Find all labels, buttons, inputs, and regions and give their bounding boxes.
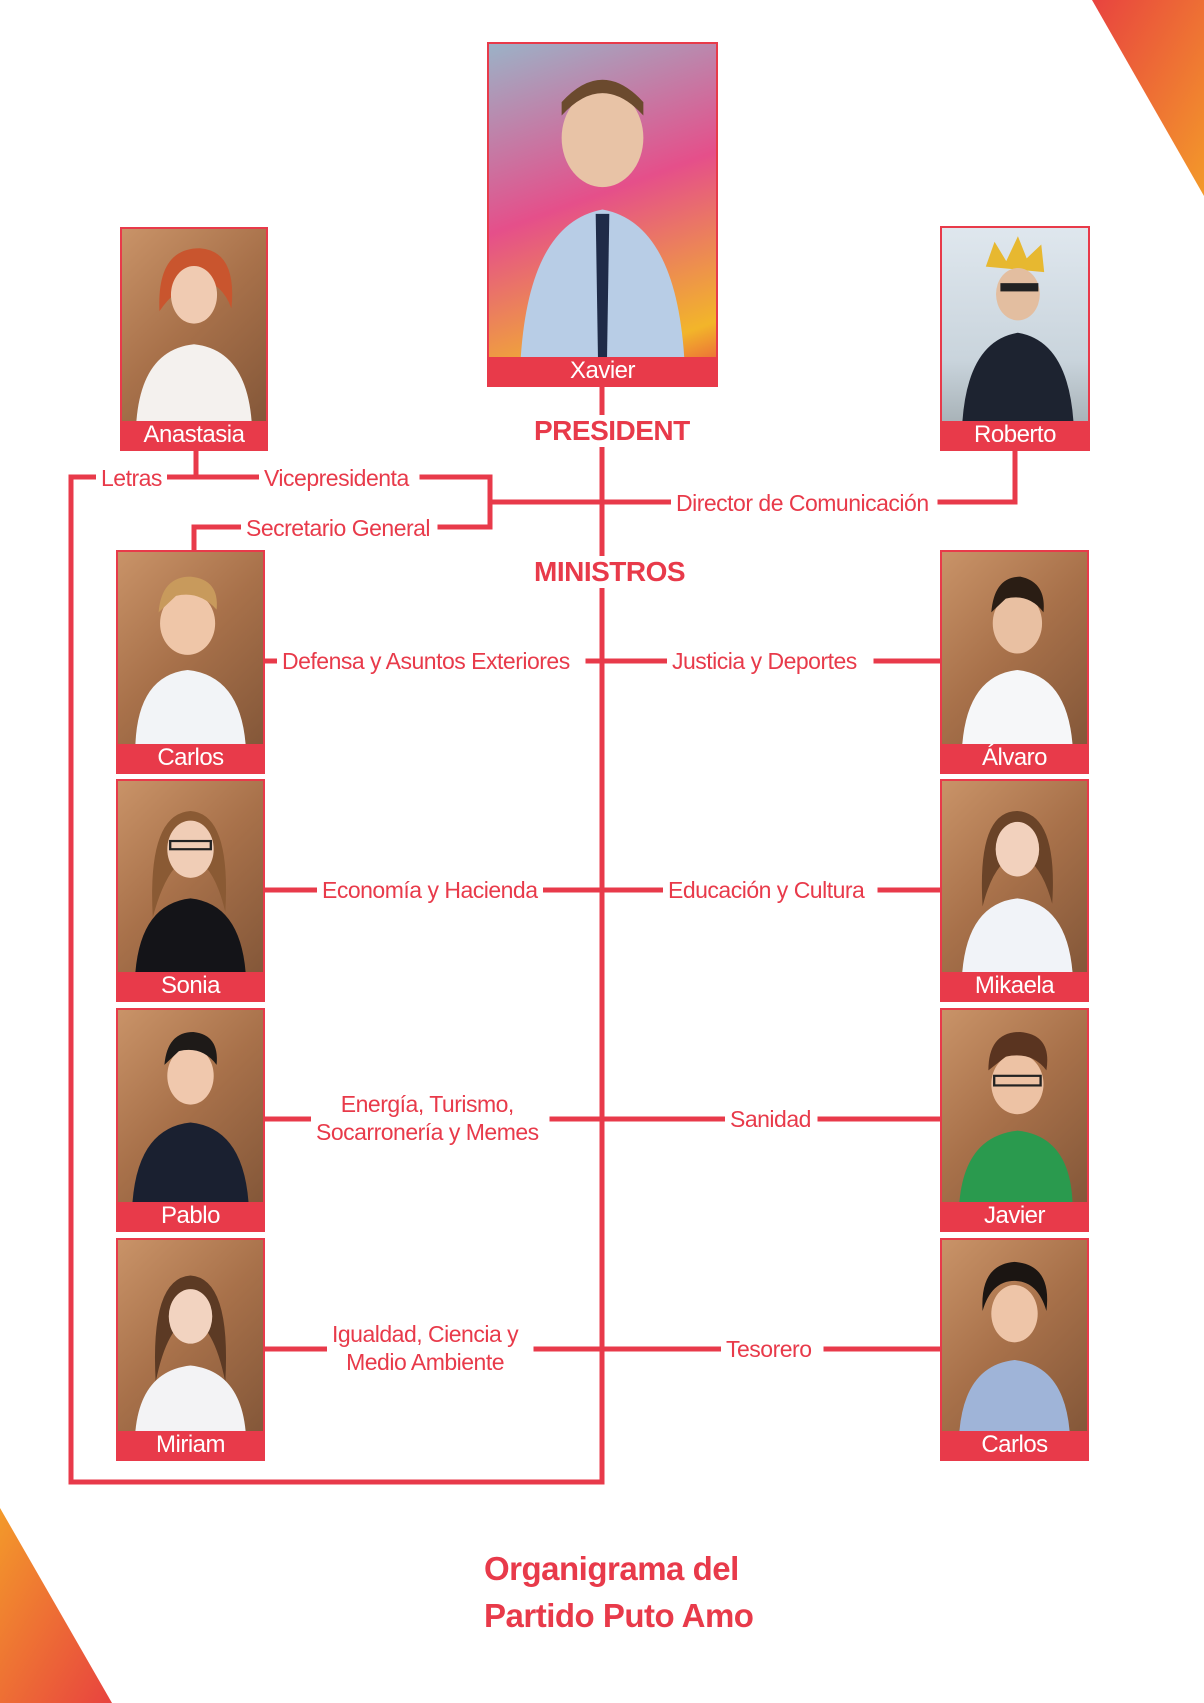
role-educacion: Educación y Cultura	[663, 876, 870, 904]
portrait-image	[118, 552, 263, 744]
portrait-image	[118, 1240, 263, 1431]
role-director-comunicacion: Director de Comunicación	[671, 489, 934, 517]
role-vicepresidenta: Vicepresidenta	[259, 464, 414, 492]
portrait-image	[942, 781, 1087, 972]
corner-decoration-bottom-left	[0, 1508, 112, 1703]
person-name: Sonia	[118, 972, 263, 1000]
portrait-image	[942, 1010, 1087, 1202]
portrait-image	[942, 228, 1088, 421]
role-sanidad: Sanidad	[725, 1105, 816, 1133]
person-name: Mikaela	[942, 972, 1087, 1000]
photo-miriam: Miriam	[116, 1238, 265, 1461]
role-energia-line2: Socarronería y Memes	[316, 1119, 539, 1145]
role-economia: Economía y Hacienda	[317, 876, 543, 904]
chart-title-line1: Organigrama del	[484, 1550, 739, 1587]
person-name: Pablo	[118, 1202, 263, 1230]
role-justicia: Justicia y Deportes	[667, 647, 862, 675]
photo-anastasia: Anastasia	[120, 227, 268, 451]
portrait-image	[122, 229, 266, 421]
role-energia-line1: Energía, Turismo,	[340, 1091, 515, 1117]
person-name: Anastasia	[122, 421, 266, 449]
person-name: Carlos	[942, 1431, 1087, 1459]
portrait-image	[118, 1010, 263, 1202]
president-heading: PRESIDENT	[528, 415, 696, 447]
photo-sonia: Sonia	[116, 779, 265, 1002]
chart-title-line2: Partido Puto Amo	[484, 1597, 754, 1634]
role-defensa: Defensa y Asuntos Exteriores	[277, 647, 575, 675]
photo-carlos-right: Carlos	[940, 1238, 1089, 1461]
role-igualdad-line1: Igualdad, Ciencia y	[332, 1321, 519, 1347]
photo-xavier: Xavier	[487, 42, 718, 387]
role-energia: Energía, Turismo, Socarronería y Memes	[311, 1090, 544, 1146]
portrait-image	[489, 44, 716, 357]
photo-alvaro: Álvaro	[940, 550, 1089, 774]
photo-pablo: Pablo	[116, 1008, 265, 1232]
role-letras: Letras	[96, 464, 167, 492]
person-name: Roberto	[942, 421, 1088, 449]
person-name: Xavier	[489, 357, 716, 385]
role-igualdad-line2: Medio Ambiente	[346, 1349, 505, 1375]
portrait-image	[118, 781, 263, 972]
photo-javier: Javier	[940, 1008, 1089, 1232]
photo-mikaela: Mikaela	[940, 779, 1089, 1002]
portrait-image	[942, 1240, 1087, 1431]
person-name: Carlos	[118, 744, 263, 772]
chart-title: Organigrama del Partido Puto Amo	[484, 1545, 754, 1639]
person-name: Miriam	[118, 1431, 263, 1459]
role-secretario-general: Secretario General	[241, 514, 436, 542]
ministros-heading: MINISTROS	[528, 556, 692, 588]
person-name: Javier	[942, 1202, 1087, 1230]
role-igualdad: Igualdad, Ciencia y Medio Ambiente	[327, 1320, 524, 1376]
photo-roberto: Roberto	[940, 226, 1090, 451]
person-name: Álvaro	[942, 744, 1087, 772]
photo-carlos-left: Carlos	[116, 550, 265, 774]
role-tesorero: Tesorero	[721, 1335, 817, 1363]
portrait-image	[942, 552, 1087, 744]
